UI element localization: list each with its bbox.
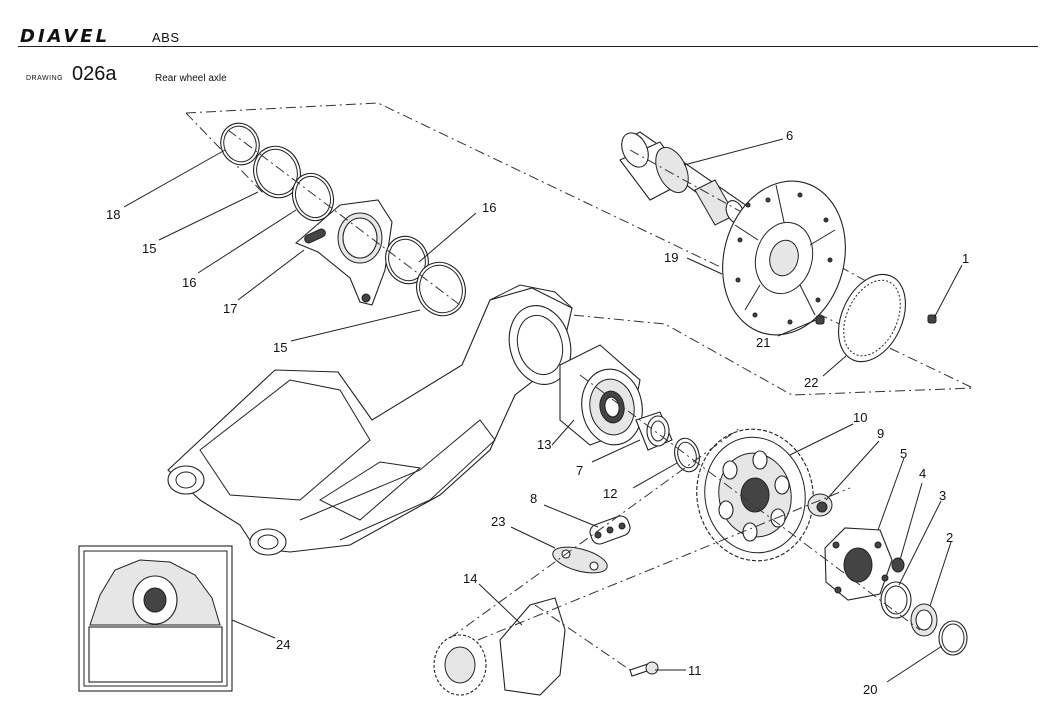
part-washer-3[interactable] [880,581,912,619]
part-chain-plate-23[interactable] [550,542,610,578]
part-eccentric-hub-13[interactable] [559,344,648,450]
part-sprocket-cover-14[interactable] [433,597,566,696]
assembly-boundary [185,102,974,396]
brand-logo: DIAVEL [20,26,111,47]
part-screw-11[interactable] [629,661,659,677]
callout-11: 11 [688,663,702,678]
part-clip-20[interactable] [938,620,968,656]
callout-19: 19 [664,250,678,265]
part-ring-12[interactable] [671,435,703,474]
part-brake-disc-19[interactable] [706,167,862,349]
drawing-label: DRAWING [26,75,64,82]
axis-line-upper [227,129,461,306]
callout-10: 10 [853,410,867,425]
callout-1: 1 [962,251,969,266]
part-sleeve-7[interactable] [635,411,673,451]
callout-6: 6 [786,128,793,143]
model-label: ABS [152,30,180,45]
part-ring-15-upper[interactable] [246,140,307,205]
callout-21: 21 [756,335,770,350]
callout-8: 8 [530,491,537,506]
callout-4: 4 [919,466,926,481]
page-header: DIAVEL ABS [0,0,1050,48]
callout-18: 18 [106,207,120,222]
callout-3: 3 [939,488,946,503]
part-circlip-18[interactable] [215,118,265,170]
part-chain-link-8[interactable] [588,514,632,546]
callout-20: 20 [863,682,877,697]
callout-12: 12 [603,486,617,501]
part-caliper-bracket-17[interactable] [294,199,393,306]
part-rear-sprocket-10[interactable] [686,420,823,570]
callout-13: 13 [537,437,551,452]
callout-24: 24 [276,637,290,652]
callout-9: 9 [877,426,884,441]
header-divider [18,46,1038,47]
drawing-title: Rear wheel axle [155,73,227,84]
part-ring-15-lower[interactable] [409,255,473,322]
chain-line-lower [477,487,851,641]
callout-16-lower: 16 [182,275,196,290]
callout-17: 17 [223,301,237,316]
drawing-number: 026a [72,63,117,85]
part-stud-4[interactable] [891,557,905,573]
axis-line-screw [534,604,631,671]
part-sprocket-carrier-5[interactable] [824,527,893,601]
callout-15-lower: 15 [273,340,287,355]
part-ring-16-upper[interactable] [286,168,340,227]
callout-14: 14 [463,571,477,586]
axis-line-hub [579,374,921,631]
callout-23: 23 [491,514,505,529]
callout-5: 5 [900,446,907,461]
part-bearing-9[interactable] [807,493,833,517]
part-disc-screw-21[interactable] [815,315,825,325]
callout-7: 7 [576,463,583,478]
leader-lines [123,138,963,683]
callout-16-upper: 16 [482,200,496,215]
callout-15-upper: 15 [142,241,156,256]
part-nut-2[interactable] [910,603,938,637]
part-ring-16-lower[interactable] [379,230,435,289]
part-inset-24[interactable] [78,545,233,692]
part-tone-ring-22[interactable] [825,264,918,373]
callout-22: 22 [804,375,818,390]
callout-2: 2 [946,530,953,545]
part-swingarm[interactable] [167,284,579,556]
